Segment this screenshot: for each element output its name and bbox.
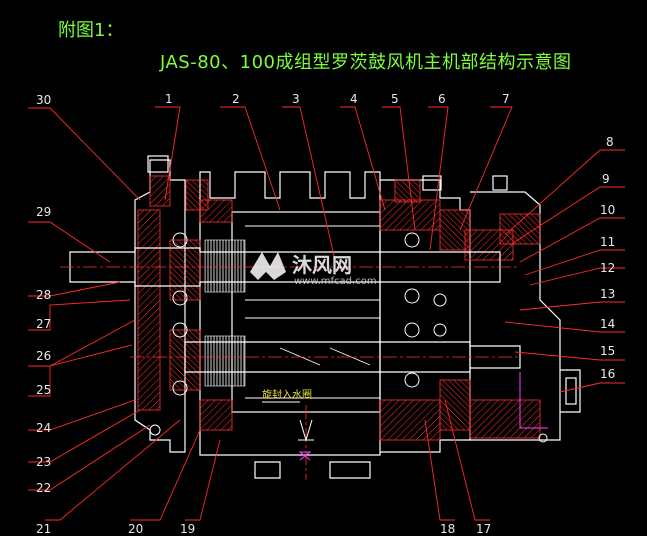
- watermark-url: www.mfcad.com: [294, 276, 377, 287]
- callout-8: 8: [606, 135, 614, 149]
- callout-13: 13: [600, 287, 615, 301]
- callout-17: 17: [476, 522, 491, 536]
- callout-9: 9: [602, 172, 610, 186]
- callout-20: 20: [128, 522, 143, 536]
- center-lines: [60, 266, 520, 480]
- watermark-brand: 沐风网: [292, 253, 352, 277]
- callout-7: 7: [502, 92, 510, 106]
- callout-24: 24: [36, 421, 51, 435]
- callout-19: 19: [180, 522, 195, 536]
- hatched-sections: [137, 175, 541, 441]
- callout-23: 23: [36, 455, 51, 469]
- callout-2: 2: [232, 92, 240, 106]
- callout-numbers: 1 2 3 4 5 6 7 8 9 10 11 12 13 14 15 16 1…: [36, 92, 615, 536]
- figure-label: 附图1：: [58, 20, 124, 41]
- watermark: 沐风网 www.mfcad.com: [250, 252, 377, 287]
- callout-21: 21: [36, 522, 51, 536]
- callout-3: 3: [292, 92, 300, 106]
- callout-26: 26: [36, 349, 51, 363]
- callout-11: 11: [600, 235, 615, 249]
- callout-12: 12: [600, 261, 615, 275]
- callout-30: 30: [36, 93, 51, 107]
- callout-18: 18: [440, 522, 455, 536]
- leader-lines: [28, 106, 625, 521]
- bearings: [149, 232, 548, 443]
- callout-29: 29: [36, 205, 51, 219]
- callout-14: 14: [600, 317, 615, 331]
- timing-gears: [204, 239, 246, 387]
- callout-4: 4: [350, 92, 358, 106]
- note-marker: [262, 372, 548, 461]
- watermark-logo-icon: [250, 252, 286, 280]
- rotor-lobes: [245, 225, 380, 399]
- callout-6: 6: [438, 92, 446, 106]
- callout-22: 22: [36, 481, 51, 495]
- rotor-shafts: [69, 247, 521, 373]
- callout-25: 25: [36, 383, 51, 397]
- callout-1: 1: [165, 92, 173, 106]
- callout-15: 15: [600, 344, 615, 358]
- water-ring-note: 旋封入水圈: [262, 388, 312, 401]
- machine-section-view: [60, 155, 581, 480]
- callout-16: 16: [600, 367, 615, 381]
- callout-27: 27: [36, 317, 51, 331]
- drawing-title: JAS-80、100成组型罗茨鼓风机主机部结构示意图: [160, 52, 572, 73]
- callout-28: 28: [36, 288, 51, 302]
- callout-5: 5: [391, 92, 399, 106]
- callout-10: 10: [600, 203, 615, 217]
